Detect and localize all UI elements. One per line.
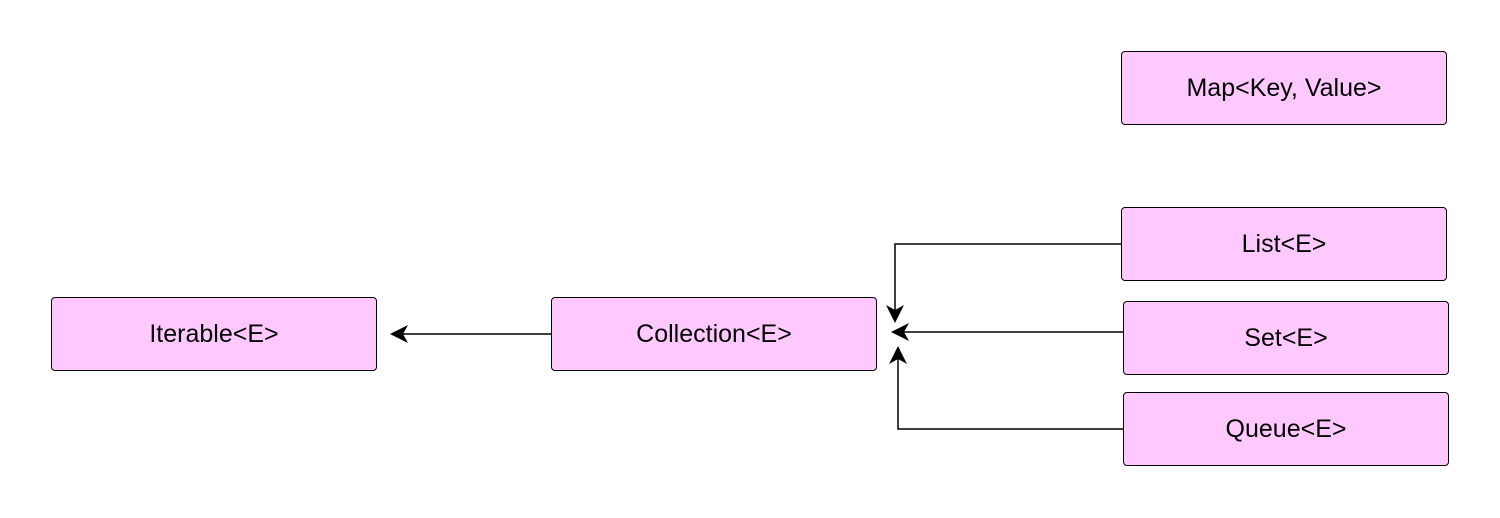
node-queue[interactable]: Queue<E> [1123,392,1449,466]
node-iterable-label: Iterable<E> [149,319,279,348]
arrowhead-list [886,305,904,323]
node-set[interactable]: Set<E> [1123,301,1449,375]
node-list-label: List<E> [1241,229,1327,258]
arrowhead-set [891,323,909,341]
node-map-label: Map<Key, Value> [1186,73,1382,102]
node-map[interactable]: Map<Key, Value> [1121,51,1447,125]
node-collection[interactable]: Collection<E> [551,297,877,371]
arrowhead-queue [889,346,907,364]
node-list[interactable]: List<E> [1121,207,1447,281]
arrowhead-iterable [390,325,408,343]
edge-queue-to-collection [897,356,1123,430]
node-collection-label: Collection<E> [636,319,792,348]
node-queue-label: Queue<E> [1225,414,1347,443]
node-iterable[interactable]: Iterable<E> [51,297,377,371]
edge-list-to-collection [894,243,1121,313]
node-set-label: Set<E> [1244,323,1328,352]
